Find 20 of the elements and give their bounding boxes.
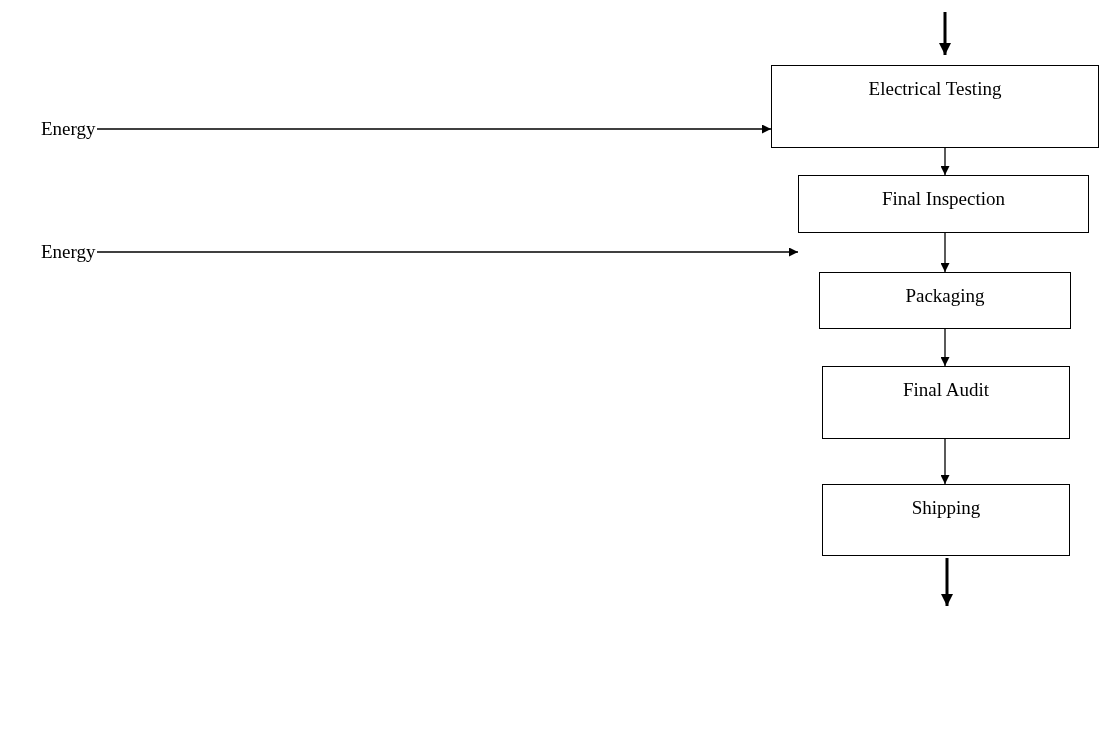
arrow bbox=[940, 328, 950, 367]
input-label: Energy bbox=[41, 118, 96, 139]
arrow bbox=[96, 124, 772, 134]
process-label: Shipping bbox=[911, 497, 981, 518]
arrow bbox=[96, 247, 799, 257]
process-box bbox=[819, 272, 1071, 329]
arrow bbox=[939, 12, 951, 55]
process-label: Electrical Testing bbox=[868, 78, 1002, 99]
arrow bbox=[940, 147, 950, 176]
process-box bbox=[822, 366, 1070, 439]
process-box bbox=[798, 175, 1089, 233]
arrow bbox=[940, 232, 950, 273]
process-label: Packaging bbox=[905, 285, 985, 306]
process-box bbox=[822, 484, 1070, 556]
process-box bbox=[771, 65, 1099, 148]
arrow bbox=[941, 558, 953, 606]
arrow bbox=[940, 438, 950, 485]
process-label: Final Inspection bbox=[882, 188, 1005, 209]
input-label: Energy bbox=[41, 241, 96, 262]
process-label: Final Audit bbox=[902, 379, 989, 400]
